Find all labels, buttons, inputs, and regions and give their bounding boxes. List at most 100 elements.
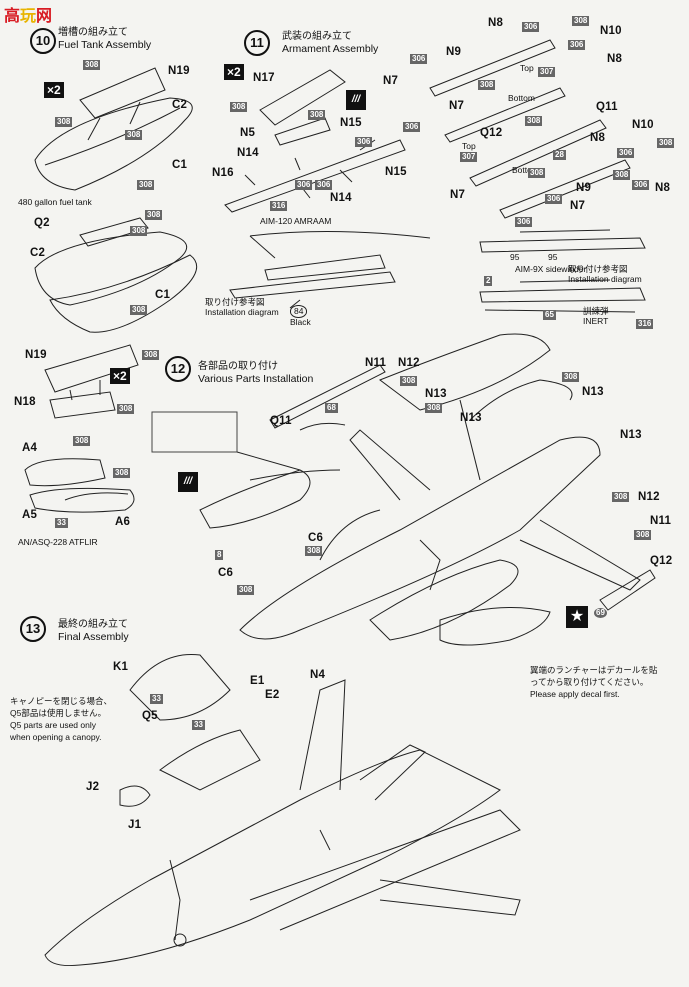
step-12-title-en: Various Parts Installation: [198, 373, 314, 385]
paint-308: 308: [130, 305, 148, 315]
part-N19: N19: [168, 65, 190, 77]
part-Q12: Q12: [650, 555, 673, 567]
part-N11: N11: [365, 357, 387, 369]
part-N13: N13: [460, 412, 482, 424]
fuel-tank-caption: 480 gallon fuel tank: [18, 197, 92, 207]
multiplier-x2: ×2: [44, 82, 64, 98]
sidewinder-num-2: 2: [484, 276, 493, 286]
part-N15: N15: [385, 166, 407, 178]
canopy-note-en-2: when opening a canopy.: [10, 732, 102, 742]
paint-306: 306: [315, 180, 333, 190]
part-Q12: Q12: [480, 127, 503, 139]
paint-308: 308: [130, 226, 148, 236]
part-N10: N10: [632, 119, 654, 131]
part-C2: C2: [30, 247, 46, 259]
aircraft-step12: [199, 333, 656, 646]
part-N17: N17: [253, 72, 275, 84]
inert-jp: 訓練弾: [583, 306, 609, 316]
orientation-bottom: Bottom: [508, 93, 535, 103]
part-N4: N4: [310, 669, 326, 681]
paint-308: 308: [145, 210, 163, 220]
part-N8: N8: [590, 132, 606, 144]
paint-brush-icon: ///: [346, 90, 366, 110]
part-E2: E2: [265, 689, 280, 701]
part-E1: E1: [250, 675, 265, 687]
paint-308: 308: [634, 530, 652, 540]
paint-308: 308: [117, 404, 135, 414]
atflir-pod: [24, 458, 135, 513]
paint-308: 308: [237, 585, 255, 595]
paint-308: 308: [613, 170, 631, 180]
part-N12: N12: [638, 491, 660, 503]
part-N19: N19: [25, 349, 47, 361]
paint-308: 308: [142, 350, 160, 360]
atflir-caption: AN/ASQ-228 ATFLIR: [18, 537, 98, 547]
site-logo: 高玩网: [4, 6, 53, 25]
step-13-title-en: Final Assembly: [58, 631, 129, 643]
canopy-note-jp-2: Q5部品は使用しません。: [10, 708, 107, 718]
part-N13: N13: [425, 388, 447, 400]
paint-brush-icon: ///: [178, 472, 198, 492]
step-11-number: 11: [244, 30, 270, 56]
color-black: Black: [290, 317, 311, 327]
part-K1: K1: [113, 661, 129, 673]
part-N14: N14: [330, 192, 352, 204]
sidewinder-top: [429, 39, 631, 219]
part-N9: N9: [446, 46, 462, 58]
part-N11: N11: [650, 515, 672, 527]
part-N13: N13: [620, 429, 642, 441]
part-A5: A5: [22, 509, 38, 521]
part-N18: N18: [14, 396, 36, 408]
multiplier-x2: ×2: [110, 368, 130, 384]
part-N13: N13: [582, 386, 604, 398]
step-12-title-jp: 各部品の取り付け: [198, 361, 278, 372]
paint-308: 308: [230, 102, 248, 112]
paint-306: 306: [632, 180, 650, 190]
fuel-tank-lower: [34, 217, 198, 333]
paint-308: 308: [425, 403, 443, 413]
step-11-title-jp: 武装の組み立て: [282, 31, 352, 42]
paint-308: 308: [125, 130, 143, 140]
amraam-install: [229, 230, 431, 309]
part-Q5: Q5: [142, 710, 158, 722]
canopy-note-jp-1: キャノピーを閉じる場合、: [10, 696, 113, 706]
part-C6: C6: [308, 532, 324, 544]
sidewinder-num-65: 65: [543, 310, 556, 320]
paint-33: 33: [192, 720, 205, 730]
sidewinder-num-95: 95: [510, 252, 520, 262]
part-C1: C1: [155, 289, 171, 301]
part-A6: A6: [115, 516, 131, 528]
part-Q11: Q11: [596, 101, 618, 113]
sidewinder-install: [479, 229, 646, 313]
orientation-top: Top: [462, 141, 476, 151]
paint-307: 307: [460, 152, 478, 162]
part-N7: N7: [570, 200, 586, 212]
part-C1: C1: [172, 159, 188, 171]
part-N8: N8: [607, 53, 623, 65]
part-N7: N7: [449, 100, 465, 112]
part-N15: N15: [340, 117, 362, 129]
paint-308: 308: [657, 138, 675, 148]
part-N12: N12: [398, 357, 420, 369]
step-13-number: 13: [20, 616, 46, 642]
paint-316: 316: [270, 201, 288, 211]
paint-306: 306: [355, 137, 373, 147]
amraam-caption: AIM-120 AMRAAM: [260, 216, 332, 226]
part-Q11: Q11: [270, 415, 292, 427]
paint-308: 308: [55, 117, 73, 127]
paint-308: 308: [73, 436, 91, 446]
part-N7: N7: [450, 189, 466, 201]
part-N14: N14: [237, 147, 259, 159]
paint-316: 316: [636, 319, 654, 329]
part-C6: C6: [218, 567, 234, 579]
part-N10: N10: [600, 25, 622, 37]
paint-69: 69: [594, 608, 607, 618]
part-J1: J1: [128, 819, 142, 831]
amraam-assembly: [224, 69, 406, 213]
paint-306: 306: [403, 122, 421, 132]
paint-33: 33: [150, 694, 163, 704]
part-Q2: Q2: [34, 217, 50, 229]
paint-306: 306: [515, 217, 533, 227]
step-10-title-jp: 増槽の組み立て: [58, 27, 128, 38]
paint-306: 306: [545, 194, 563, 204]
